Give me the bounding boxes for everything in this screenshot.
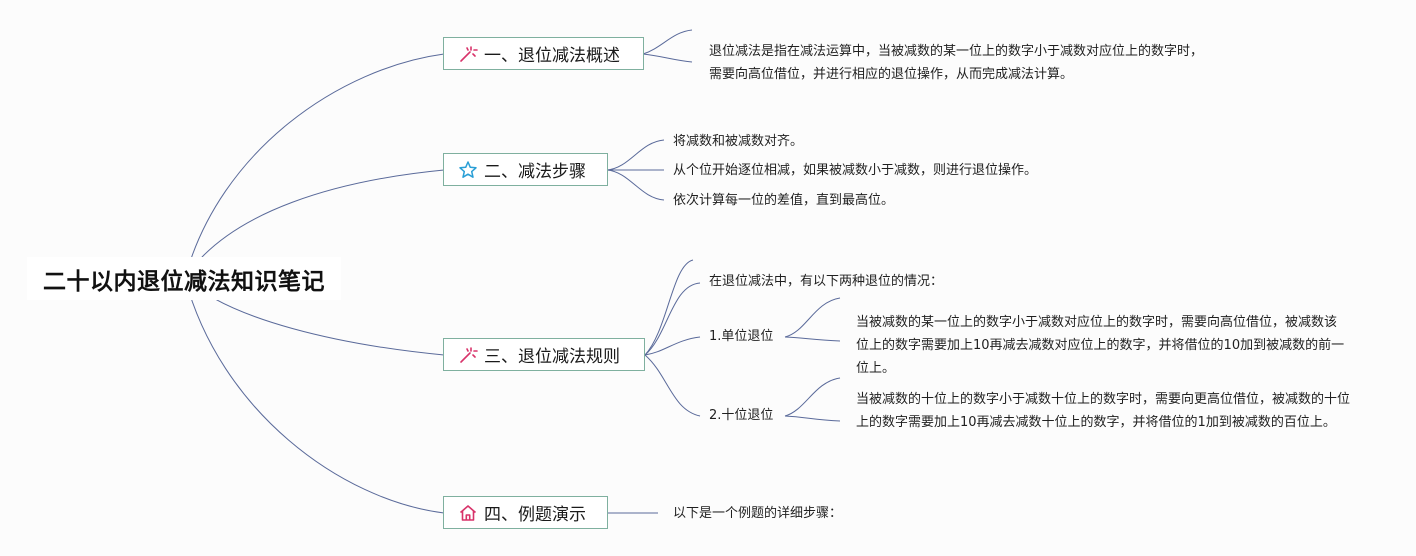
link-root-branch-2 bbox=[184, 169, 445, 279]
branch-examples-label: 四、例题演示 bbox=[484, 505, 586, 525]
link-root-branch-4 bbox=[184, 277, 445, 514]
magic-wand-icon bbox=[458, 345, 478, 365]
branch-overview[interactable]: 一、退位减法概述 bbox=[443, 37, 644, 70]
step-1: 将减数和被减数对齐。 bbox=[673, 134, 804, 149]
step-2: 从个位开始逐位相减，如果被减数小于减数，则进行退位操作。 bbox=[673, 163, 1038, 178]
link-b1-leaf bbox=[642, 53, 693, 63]
link-unit-top bbox=[784, 297, 841, 338]
root-topic[interactable]: 二十以内退位减法知识笔记 bbox=[27, 257, 341, 300]
link-b1-top bbox=[642, 29, 693, 55]
rules-intro: 在退位减法中，有以下两种退位的情况： bbox=[709, 274, 944, 289]
link-b3-ten bbox=[644, 354, 701, 417]
link-b2-a bbox=[606, 139, 665, 171]
rule-ten-detail: 当被减数的十位上的数字小于减数十位上的数字时，需要向更高位借位，被减数的十位上的… bbox=[856, 392, 1351, 430]
star-icon bbox=[458, 160, 478, 180]
branch-steps-label: 二、减法步骤 bbox=[484, 162, 586, 182]
branch-rules[interactable]: 三、退位减法规则 bbox=[443, 338, 645, 371]
rule-unit-detail: 当被减数的某一位上的数字小于减数对应位上的数字时，需要向高位借位，被减数该位上的… bbox=[856, 315, 1345, 376]
magic-wand-icon bbox=[458, 44, 478, 64]
rule-unit-borrow[interactable]: 1.单位退位 bbox=[709, 329, 774, 344]
branch-rules-label: 三、退位减法规则 bbox=[484, 347, 620, 367]
link-b3-intro bbox=[644, 282, 701, 356]
link-ten-leaf bbox=[784, 415, 841, 422]
rule-ten-borrow[interactable]: 2.十位退位 bbox=[709, 408, 774, 423]
branch-overview-label: 一、退位减法概述 bbox=[484, 46, 620, 66]
branch-steps[interactable]: 二、减法步骤 bbox=[443, 153, 608, 186]
link-b2-c bbox=[606, 169, 665, 201]
step-3: 依次计算每一位的差值，直到最高位。 bbox=[673, 193, 895, 208]
overview-text: 退位减法是指在减法运算中，当被减数的某一位上的数字小于减数对应位上的数字时，需要… bbox=[709, 44, 1204, 82]
example-text: 以下是一个例题的详细步骤： bbox=[673, 506, 843, 521]
link-root-branch-1 bbox=[184, 53, 445, 279]
home-icon bbox=[458, 503, 478, 523]
link-unit-leaf bbox=[784, 336, 841, 342]
link-b3-unit bbox=[644, 336, 701, 356]
branch-examples[interactable]: 四、例题演示 bbox=[443, 496, 608, 529]
root-title: 二十以内退位减法知识笔记 bbox=[43, 268, 325, 295]
link-ten-top bbox=[784, 377, 841, 417]
link-b3-top bbox=[644, 259, 694, 356]
